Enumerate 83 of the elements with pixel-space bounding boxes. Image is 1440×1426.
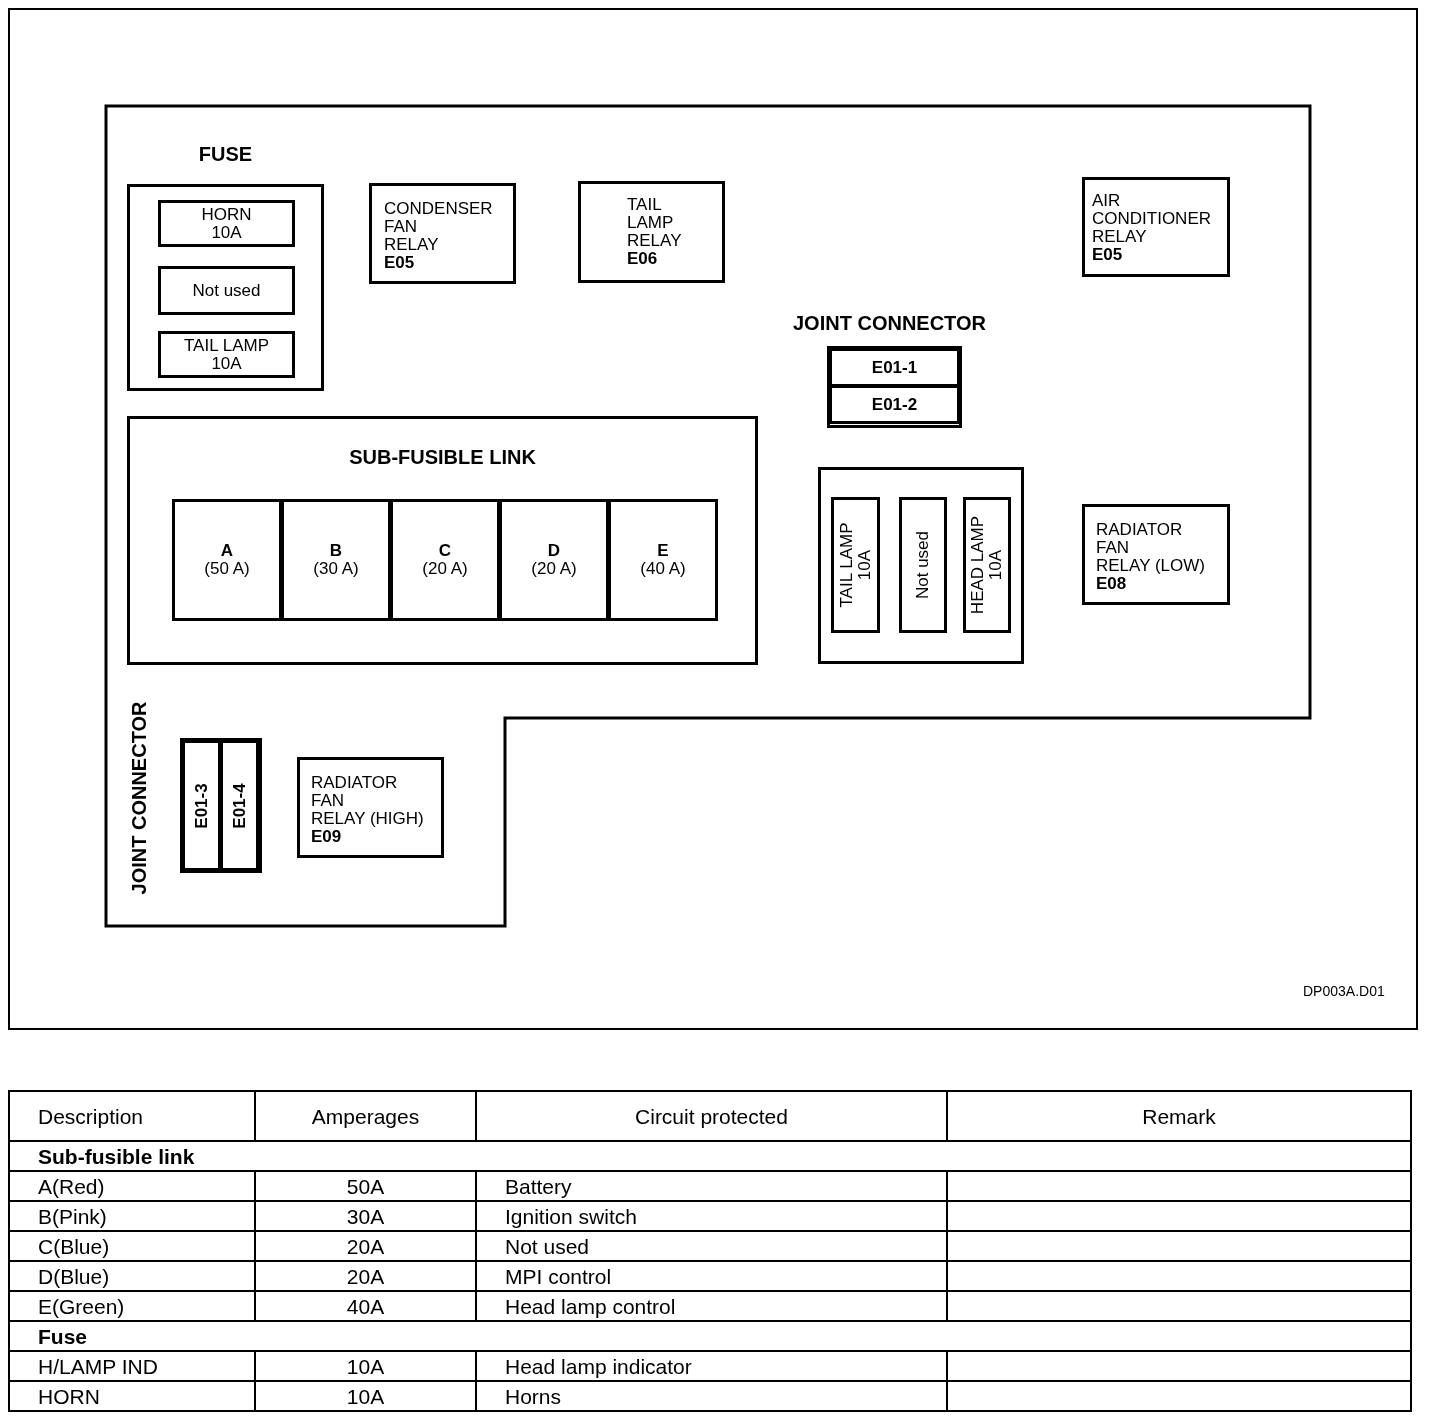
relay-box	[297, 757, 444, 858]
connector-cell	[220, 740, 259, 871]
table-cell: E(Green)	[9, 1291, 255, 1321]
table-cell: Horns	[476, 1381, 947, 1411]
column-header: Circuit protected	[476, 1091, 947, 1141]
fuse-slot	[158, 266, 295, 315]
table-cell: 10A	[255, 1381, 476, 1411]
table-cell: D(Blue)	[9, 1261, 255, 1291]
table-cell: 30A	[255, 1201, 476, 1231]
panel-heading: FUSE	[198, 144, 253, 164]
link-letter: E	[657, 542, 669, 560]
connector-code: E01-4	[230, 782, 249, 829]
connector-code: E06	[627, 249, 658, 268]
connector-code: E09	[311, 827, 342, 846]
link-letter: B	[329, 542, 343, 560]
relay-box	[1082, 504, 1230, 605]
fuse-slot	[899, 497, 947, 633]
connector-code: E01-3	[192, 782, 211, 829]
section-header: Sub-fusible link	[9, 1141, 1411, 1171]
table-cell: 20A	[255, 1261, 476, 1291]
amperage-label: (20 A)	[531, 560, 577, 578]
table-cell: 10A	[255, 1351, 476, 1381]
table-cell: 50A	[255, 1171, 476, 1201]
relay-box	[369, 183, 516, 284]
relay-label: CONDENSER FAN RELAY	[384, 200, 493, 254]
column-header: Amperages	[255, 1091, 476, 1141]
fuse-slot	[831, 497, 880, 633]
fusible-link-slot	[390, 499, 500, 621]
relay-label: AIR CONDITIONER RELAY	[1092, 192, 1211, 246]
fuse-label: TAIL LAMP 10A	[837, 522, 874, 608]
fusible-link-slot	[608, 499, 718, 621]
connector-code: E05	[384, 253, 415, 272]
sub-fusible-link-panel	[127, 416, 758, 665]
table-cell: Head lamp control	[476, 1291, 947, 1321]
panel-heading: SUB-FUSIBLE LINK	[349, 447, 536, 467]
table-cell: C(Blue)	[9, 1231, 255, 1261]
connector-code: E08	[1096, 574, 1127, 593]
table-cell: Ignition switch	[476, 1201, 947, 1231]
connector-code: E05	[1092, 245, 1123, 264]
connector-cell	[182, 740, 221, 871]
fuse-label: Not used	[192, 281, 261, 300]
relay-box	[578, 181, 725, 283]
link-letter: D	[547, 542, 561, 560]
connector-code: E01-1	[871, 358, 918, 377]
fuse-slot	[158, 200, 295, 247]
table-cell: A(Red)	[9, 1171, 255, 1201]
relay-label: RADIATOR FAN RELAY (LOW)	[1096, 521, 1205, 575]
connector-cell	[829, 348, 960, 387]
fusible-link-slot	[499, 499, 609, 621]
link-letter: C	[438, 542, 452, 560]
column-header: Remark	[947, 1091, 1411, 1141]
fuse-label: Not used	[914, 531, 932, 599]
fuse-label: HORN 10A	[201, 205, 252, 242]
section-header: Fuse	[9, 1321, 1411, 1351]
fuse-slot	[963, 497, 1011, 633]
fuse-label: TAIL LAMP 10A	[184, 336, 269, 373]
connector-cell	[829, 385, 960, 424]
table-cell: H/LAMP IND	[9, 1351, 255, 1381]
link-letter: A	[220, 542, 234, 560]
panel-heading: JOINT CONNECTOR	[793, 313, 986, 333]
table-cell: HORN	[9, 1381, 255, 1411]
amperage-label: (40 A)	[640, 560, 686, 578]
table-cell: MPI control	[476, 1261, 947, 1291]
table-cell: Not used	[476, 1231, 947, 1261]
relay-box	[1082, 177, 1230, 277]
amperage-label: (20 A)	[422, 560, 468, 578]
relay-label: TAIL LAMP RELAY	[627, 196, 682, 250]
amperage-label: (50 A)	[204, 560, 250, 578]
table-cell: B(Pink)	[9, 1201, 255, 1231]
column-header: Description	[9, 1091, 255, 1141]
table-cell: 20A	[255, 1231, 476, 1261]
table-cell: Battery	[476, 1171, 947, 1201]
table-cell: 40A	[255, 1291, 476, 1321]
table-cell: Head lamp indicator	[476, 1351, 947, 1381]
relay-label: RADIATOR FAN RELAY (HIGH)	[311, 774, 424, 828]
connector-code: E01-2	[871, 395, 918, 414]
fusible-link-slot	[281, 499, 391, 621]
figure-code: DP003A.D01	[1303, 983, 1385, 999]
fuse-slot	[158, 331, 295, 378]
panel-heading: JOINT CONNECTOR	[129, 701, 149, 895]
amperage-label: (30 A)	[313, 560, 359, 578]
fuse-label: HEAD LAMP 10A	[969, 515, 1005, 615]
fusible-link-slot	[172, 499, 282, 621]
